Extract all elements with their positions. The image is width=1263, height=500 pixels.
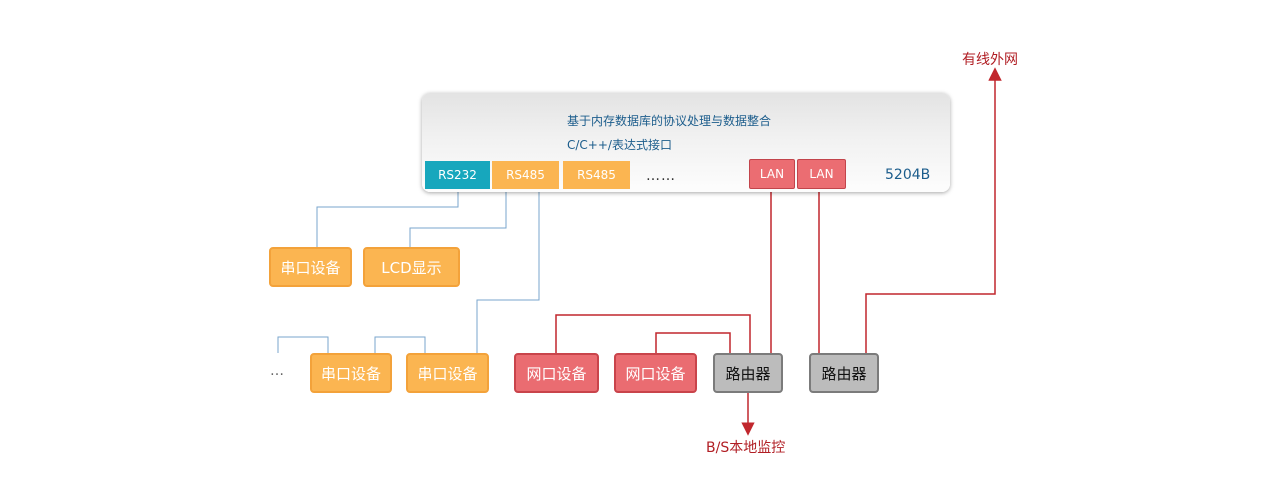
device-model-label: 5204B [885,167,931,183]
port-rs485-2: RS485 [563,161,630,189]
router-box-1: 路由器 [713,353,783,393]
port-lan-1: LAN [749,159,795,189]
rs485-to-lcd-line [409,192,507,247]
net-device-2-to-router-line [655,332,731,353]
port-lan-2: LAN [797,159,846,189]
network-device-box-2: 网口设备 [614,353,697,393]
port-rs232: RS232 [425,161,490,189]
port-rs485-1: RS485 [492,161,559,189]
serial-device-box-1: 串口设备 [269,247,352,287]
wan-label: 有线外网 [962,52,1018,68]
rs232-to-serial-device-line [316,192,459,247]
serial-chain-line-2 [374,336,426,353]
router-box-2: 路由器 [809,353,879,393]
rs485-to-serial-device-line [476,192,540,353]
serial-device-box-2: 串口设备 [310,353,392,393]
local-monitor-label: B/S本地监控 [706,440,786,456]
network-device-box-1: 网口设备 [514,353,599,393]
lcd-display-box: LCD显示 [363,247,460,287]
net-device-1-to-router-line [555,314,751,353]
port-more-dots: …… [646,168,676,184]
serial-chain-line-1 [277,336,329,353]
serial-chain-ellipsis: … [270,363,284,379]
device-header-line1: 基于内存数据库的协议处理与数据整合 [567,114,772,128]
router-to-wan-arrow [865,67,1002,353]
serial-device-box-3: 串口设备 [406,353,489,393]
device-header-line2: C/C++/表达式接口 [567,138,672,152]
